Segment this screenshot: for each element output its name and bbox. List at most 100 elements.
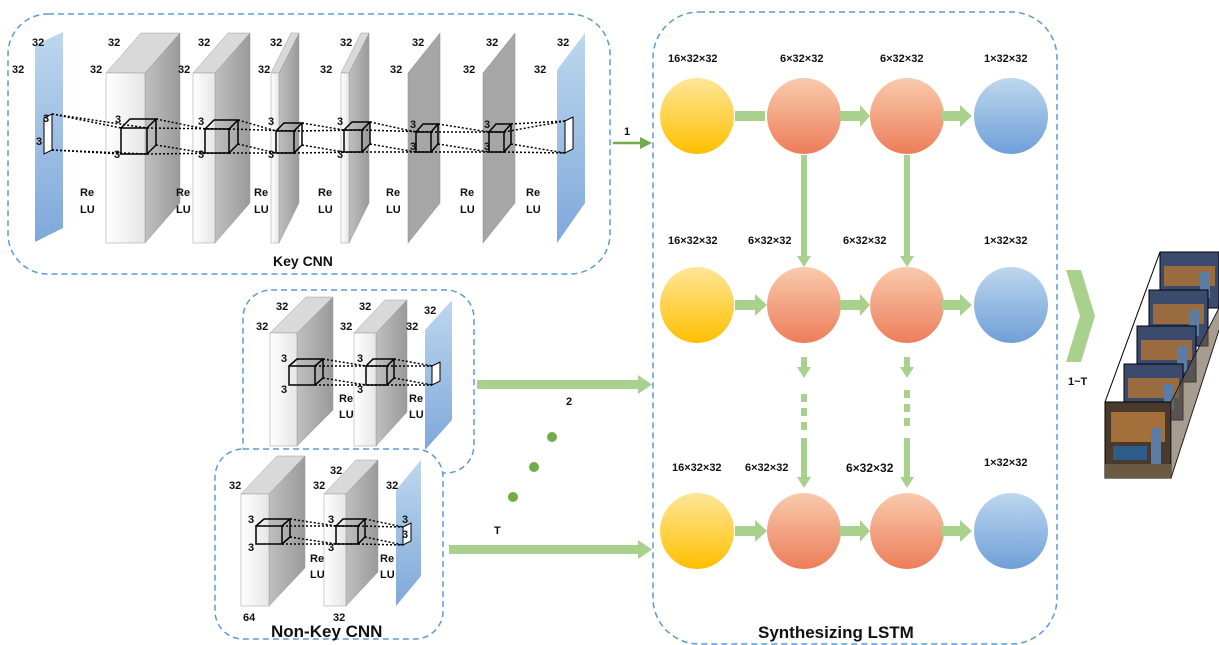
key-dim-label: 32 xyxy=(557,37,569,49)
nk2-dim-label: 3 xyxy=(402,514,408,526)
lstm-hidden-label: 6×32×32 xyxy=(780,53,823,65)
lstm-input-label: 16×32×32 xyxy=(668,53,718,65)
key-cnn-border xyxy=(7,13,611,275)
key-slab-3-front xyxy=(270,72,280,244)
key-cnn-block: 32 32 3 3 32 32 3 3 32 32 3 3 32 32 3 3 … xyxy=(7,13,611,275)
lstm-output-label: 1×32×32 xyxy=(984,457,1027,469)
key-relu-label: LU xyxy=(318,204,333,216)
key-relu-label: Re xyxy=(460,187,474,199)
key-dim-label: 32 xyxy=(390,64,402,76)
key-slab-6 xyxy=(482,32,516,244)
nk1-relu-label: LU xyxy=(409,409,424,421)
nk1-relu-label: Re xyxy=(339,393,353,405)
lstm-hidden-label: 6×32×32 xyxy=(748,235,791,247)
lstm-hidden-node xyxy=(767,267,841,343)
key-dim-label: 3 xyxy=(115,114,121,126)
lstm-horizontal-arrows xyxy=(735,105,972,542)
key-relu-label: Re xyxy=(526,187,540,199)
key-dim-label: 32 xyxy=(108,37,120,49)
lstm-output-label: 1×32×32 xyxy=(984,53,1027,65)
arrow-T-label: T xyxy=(494,525,501,537)
key-slab-2-front xyxy=(192,72,216,244)
key-dim-label: 3 xyxy=(337,116,343,128)
lstm-input-node xyxy=(660,493,734,569)
key-relu-label: Re xyxy=(254,187,268,199)
output-chevron-icon xyxy=(1066,270,1095,362)
ellipsis-dot xyxy=(508,492,518,502)
key-slab-1-front xyxy=(105,72,146,244)
key-dim-label: 3 xyxy=(337,149,343,161)
nk1-dim-label: 32 xyxy=(276,301,288,313)
key-dim-label: 32 xyxy=(198,37,210,49)
key-dim-label: 32 xyxy=(463,64,475,76)
nk1-dim-label: 32 xyxy=(406,321,418,333)
arrow-T-head xyxy=(638,540,652,559)
key-dim-label: 3 xyxy=(43,113,49,125)
nk1-dim-label: 32 xyxy=(424,305,436,317)
nk1-output-window xyxy=(431,361,441,386)
nk2-output-window xyxy=(402,522,412,546)
key-projection-lines xyxy=(51,113,566,155)
video-frames-icon xyxy=(1104,251,1219,479)
ellipsis-dot xyxy=(529,462,539,472)
key-relu-label: Re xyxy=(80,187,94,199)
nk2-relu-label: Re xyxy=(380,553,394,565)
lstm-hidden-node xyxy=(767,493,841,569)
key-dim-label: 32 xyxy=(534,64,546,76)
nk1-relu-label: LU xyxy=(339,409,354,421)
key-dim-label: 32 xyxy=(258,64,270,76)
key-slab-5 xyxy=(407,32,441,244)
ellipsis-dot xyxy=(547,432,557,442)
key-dim-label: 32 xyxy=(32,37,44,49)
key-cnn-title: Key CNN xyxy=(273,253,333,269)
key-dim-label: 32 xyxy=(178,64,190,76)
key-dim-label: 3 xyxy=(36,136,42,148)
nk2-dim-label: 64 xyxy=(243,612,256,624)
key-dim-label: 32 xyxy=(340,37,352,49)
nonkey-cnn-block-2: 32 3 3 64 32 32 3 3 32 32 3 3 Re LU Re L… xyxy=(214,448,444,641)
key-dim-label: 3 xyxy=(410,141,416,153)
key-dim-label: 32 xyxy=(90,64,102,76)
key-dim-label: 32 xyxy=(12,64,24,76)
arrow-1-head xyxy=(640,137,652,149)
lstm-hidden-label: 6×32×32 xyxy=(745,462,788,474)
nonkey-cnn-block-1: 32 32 3 3 32 32 3 3 32 32 Re LU Re LU xyxy=(242,289,475,474)
key-dim-label: 32 xyxy=(486,37,498,49)
output-label: 1~T xyxy=(1068,376,1088,388)
key-dim-label: 32 xyxy=(320,64,332,76)
lstm-output-node xyxy=(974,493,1048,569)
connection-arrows: 1 2 T xyxy=(449,126,652,559)
lstm-block: 16×32×32 6×32×32 6×32×32 1×32×32 16×32×3… xyxy=(652,11,1058,645)
nk2-dim-label: 3 xyxy=(402,529,408,541)
key-relu-label: LU xyxy=(80,204,95,216)
lstm-hidden-label: 6×32×32 xyxy=(846,461,894,475)
key-dim-label: 3 xyxy=(268,116,274,128)
arrow-T-body xyxy=(449,545,639,554)
lstm-input-node xyxy=(660,267,734,343)
key-relu-label: Re xyxy=(386,187,400,199)
key-dim-label: 32 xyxy=(270,37,282,49)
arrow-1-label: 1 xyxy=(624,126,630,138)
nk1-dim-label: 32 xyxy=(359,301,371,313)
nk1-slab-1-front xyxy=(269,332,298,447)
nonkey-cnn-1-border xyxy=(242,289,475,474)
key-dim-label: 3 xyxy=(410,119,416,131)
nk2-relu-label: LU xyxy=(310,569,325,581)
key-relu-label: LU xyxy=(386,204,401,216)
key-relu-label: Re xyxy=(318,187,332,199)
key-dim-label: 3 xyxy=(198,116,204,128)
lstm-input-label: 16×32×32 xyxy=(672,462,722,474)
nk1-dim-label: 3 xyxy=(281,353,287,365)
lstm-hidden-node xyxy=(870,78,944,154)
key-relu-label: LU xyxy=(176,204,191,216)
key-slab-4-front xyxy=(340,72,350,244)
key-relu-label: Re xyxy=(176,187,190,199)
lstm-title: Synthesizing LSTM xyxy=(758,623,914,642)
lstm-hidden-label: 6×32×32 xyxy=(843,235,886,247)
nk1-relu-label: Re xyxy=(409,393,423,405)
key-relu-label: LU xyxy=(460,204,475,216)
arrow-2-body xyxy=(477,380,640,389)
key-dim-label: 3 xyxy=(114,149,120,161)
lstm-input-label: 16×32×32 xyxy=(668,235,718,247)
